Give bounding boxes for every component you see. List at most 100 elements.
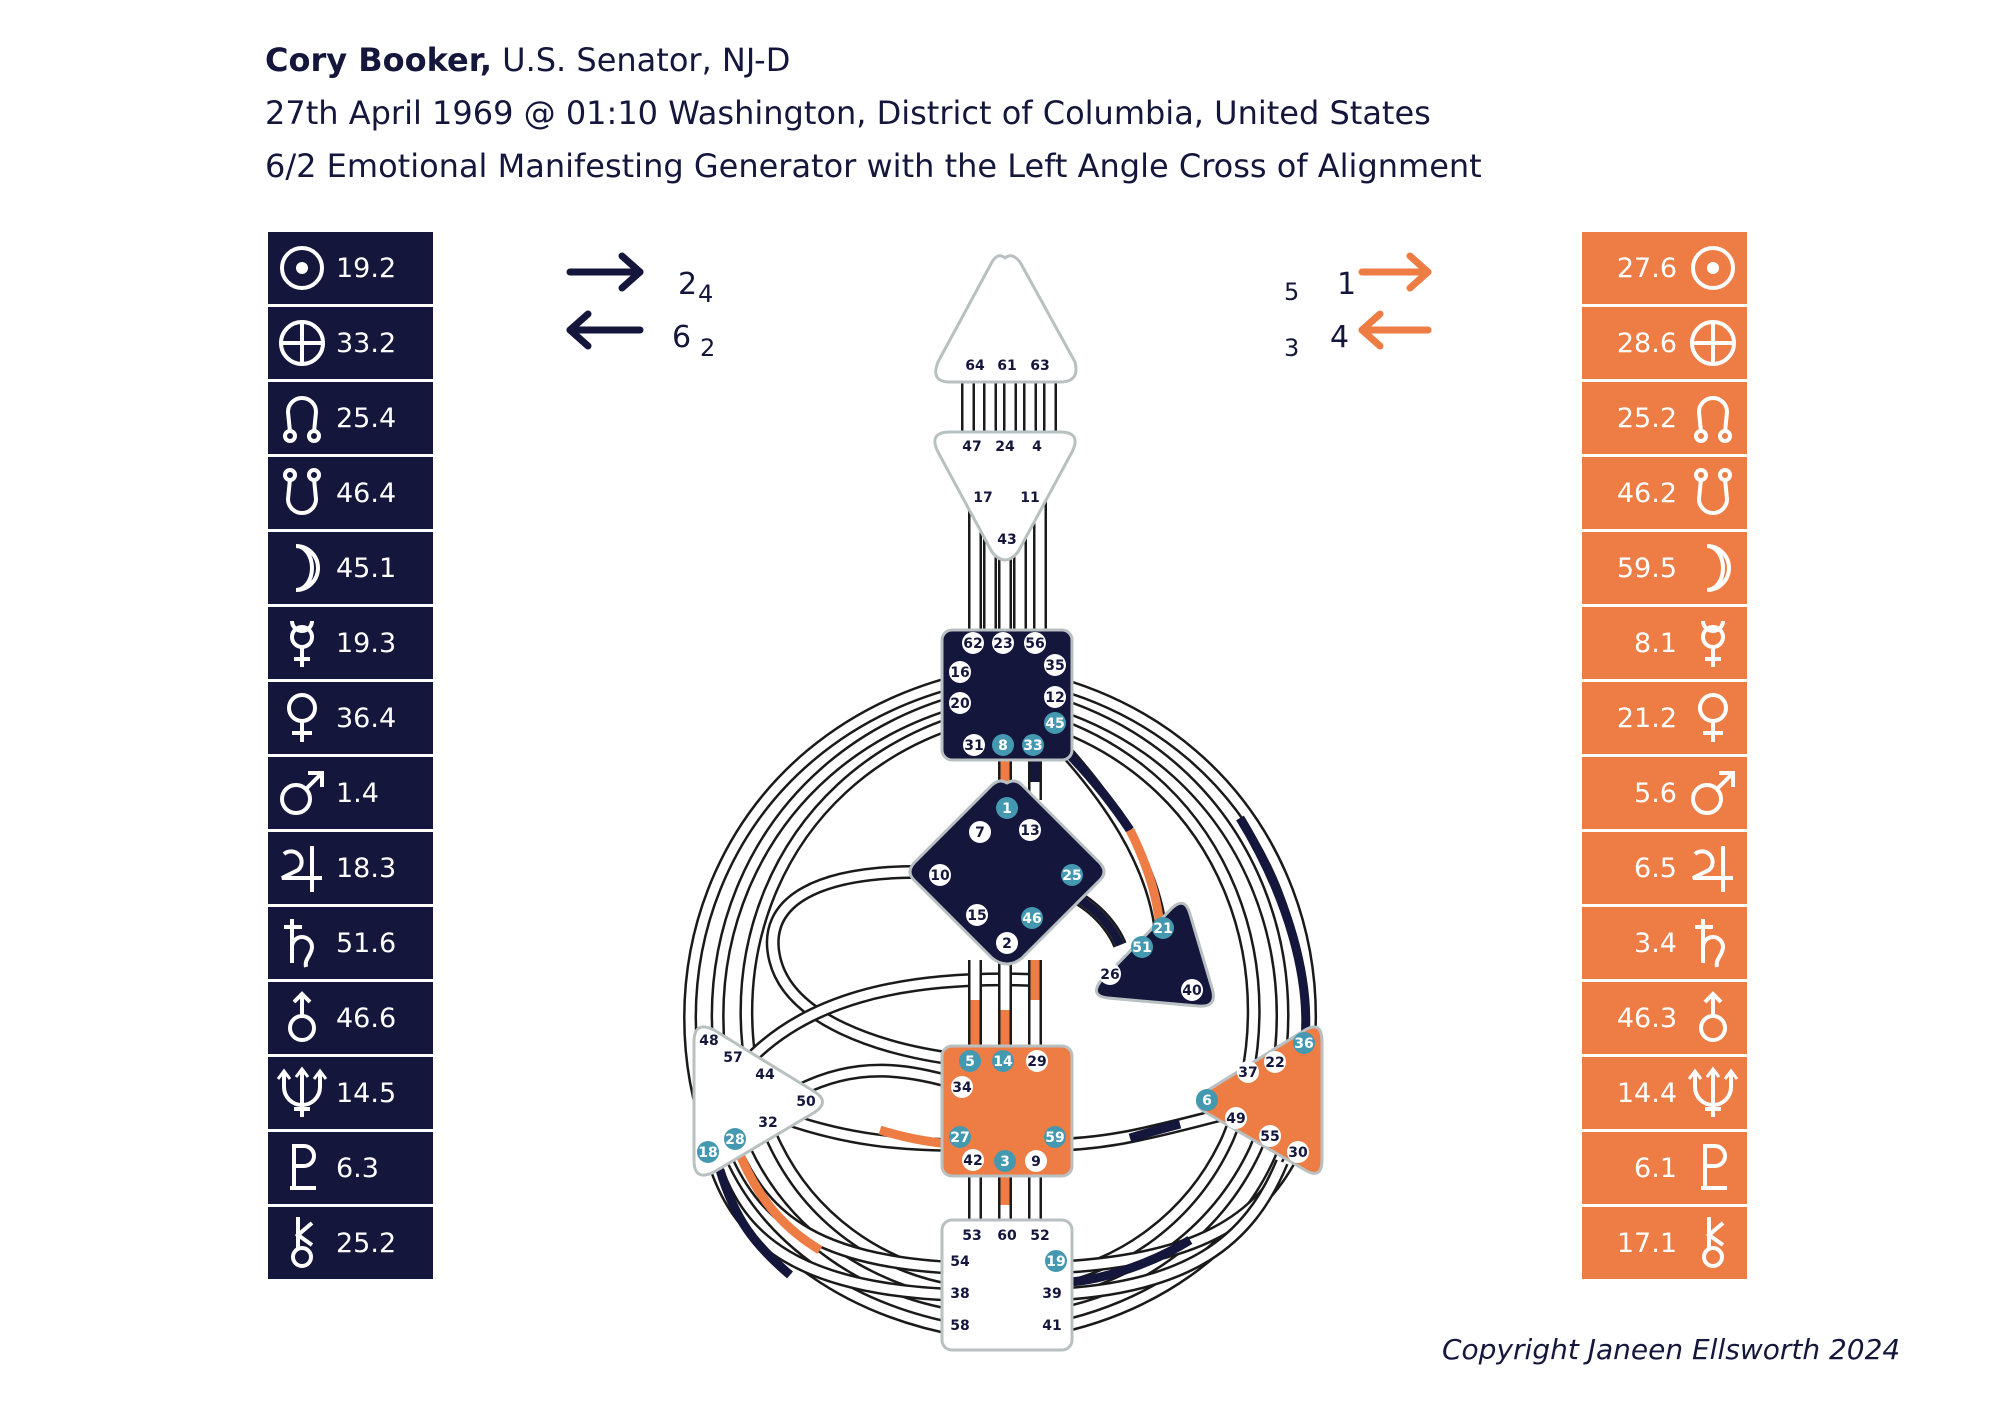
svg-text:53: 53 [962,1228,981,1244]
gate-63: 63 [1030,358,1049,374]
svg-text:34: 34 [952,1080,972,1096]
personality-planet-value: 27.6 [1616,252,1677,284]
gate-36: 36 [1293,1032,1315,1054]
svg-text:4: 4 [1032,439,1042,455]
gate-15: 15 [966,904,988,926]
svg-text:50: 50 [796,1094,816,1110]
svg-text:33: 33 [1023,738,1042,754]
design-planet-row: 51.6 [268,907,433,979]
south-node-icon [272,463,332,523]
svg-text:9: 9 [1031,1154,1041,1170]
svg-text:61: 61 [997,358,1016,374]
svg-text:45: 45 [1045,716,1064,732]
gate-43: 43 [997,532,1016,548]
gate-5: 5 [959,1050,981,1072]
svg-text:13: 13 [1020,823,1039,839]
svg-text:21: 21 [1153,921,1172,937]
design-planet-row: 14.5 [268,1057,433,1129]
chart-type: 6/2 Emotional Manifesting Generator with… [265,147,1482,185]
mercury-icon [272,613,332,673]
personality-planet-value: 46.3 [1616,1002,1677,1034]
design-planet-value: 19.2 [336,252,397,284]
personality-planet-value: 46.2 [1616,477,1677,509]
design-bottom-sub: 2 [700,334,715,362]
design-planet-value: 45.1 [336,552,397,584]
gate-61: 61 [997,358,1016,374]
personality-planet-value: 6.5 [1634,852,1677,884]
gate-13: 13 [1019,819,1041,841]
saturn-icon [272,913,332,973]
svg-text:44: 44 [755,1067,775,1083]
design-top-value: 2 [678,267,697,302]
saturn-icon [1683,913,1743,973]
gate-23: 23 [992,632,1014,654]
design-top-right-arrow-icon [566,252,644,292]
personality-planet-value: 6.1 [1634,1152,1677,1184]
gate-54: 54 [950,1254,970,1270]
svg-text:12: 12 [1045,690,1064,706]
design-planet-row: 36.4 [268,682,433,754]
design-planet-value: 46.4 [336,477,397,509]
south-node-icon [1683,463,1743,523]
gate-44: 44 [755,1067,775,1083]
gate-57: 57 [723,1050,742,1066]
gate-33: 33 [1022,734,1044,756]
channel-fill-design [715,1168,793,1279]
svg-text:5: 5 [965,1054,975,1070]
jupiter-icon [1683,838,1743,898]
svg-text:28: 28 [725,1132,744,1148]
svg-text:38: 38 [950,1286,969,1302]
svg-text:26: 26 [1100,967,1119,983]
gate-2: 2 [996,932,1018,954]
gate-37: 37 [1237,1061,1259,1083]
personality-planet-row: 27.6 [1582,232,1747,304]
personality-planet-row: 46.2 [1582,457,1747,529]
personality-planet-value: 14.4 [1616,1077,1677,1109]
earth-icon [1683,313,1743,373]
gate-8: 8 [992,734,1014,756]
personality-planet-value: 8.1 [1634,627,1677,659]
svg-text:52: 52 [1030,1228,1049,1244]
channel-fill-design [1069,1236,1193,1287]
svg-text:25: 25 [1062,868,1081,884]
head-center: 64 61 63 [934,254,1078,384]
channel-track [734,972,1036,1075]
gate-51: 51 [1131,936,1153,958]
svg-text:64: 64 [965,358,985,374]
personality-planet-row: 21.2 [1582,682,1747,754]
copyright-text: Copyright Janeen Ellsworth 2024 [1442,1333,1901,1366]
gate-1: 1 [996,797,1018,819]
svg-text:43: 43 [997,532,1016,548]
svg-text:36: 36 [1294,1036,1313,1052]
svg-text:6: 6 [1202,1093,1212,1109]
jupiter-icon [272,838,332,898]
person-title: U.S. Senator, NJ-D [491,41,791,79]
gate-38: 38 [950,1286,969,1302]
design-planet-row: 46.4 [268,457,433,529]
channel-track [1044,1159,1289,1302]
svg-text:30: 30 [1288,1145,1308,1161]
birth-info: 27th April 1969 @ 01:10 Washington, Dist… [265,94,1431,132]
personality-planet-row: 6.1 [1582,1132,1747,1204]
gate-16: 16 [949,661,971,683]
design-planet-value: 51.6 [336,927,397,959]
personality-planet-row: 28.6 [1582,307,1747,379]
svg-text:1: 1 [1002,801,1012,817]
personality-planet-value: 25.2 [1616,402,1677,434]
gate-42: 42 [962,1149,984,1171]
svg-text:40: 40 [1182,983,1202,999]
svg-text:60: 60 [997,1228,1017,1244]
design-planet-value: 19.3 [336,627,397,659]
svg-text:56: 56 [1025,636,1044,652]
gate-28: 28 [724,1128,746,1150]
north-node-icon [1683,388,1743,448]
svg-text:23: 23 [993,636,1012,652]
svg-text:10: 10 [930,868,950,884]
venus-icon [1683,688,1743,748]
gate-4: 4 [1032,439,1042,455]
